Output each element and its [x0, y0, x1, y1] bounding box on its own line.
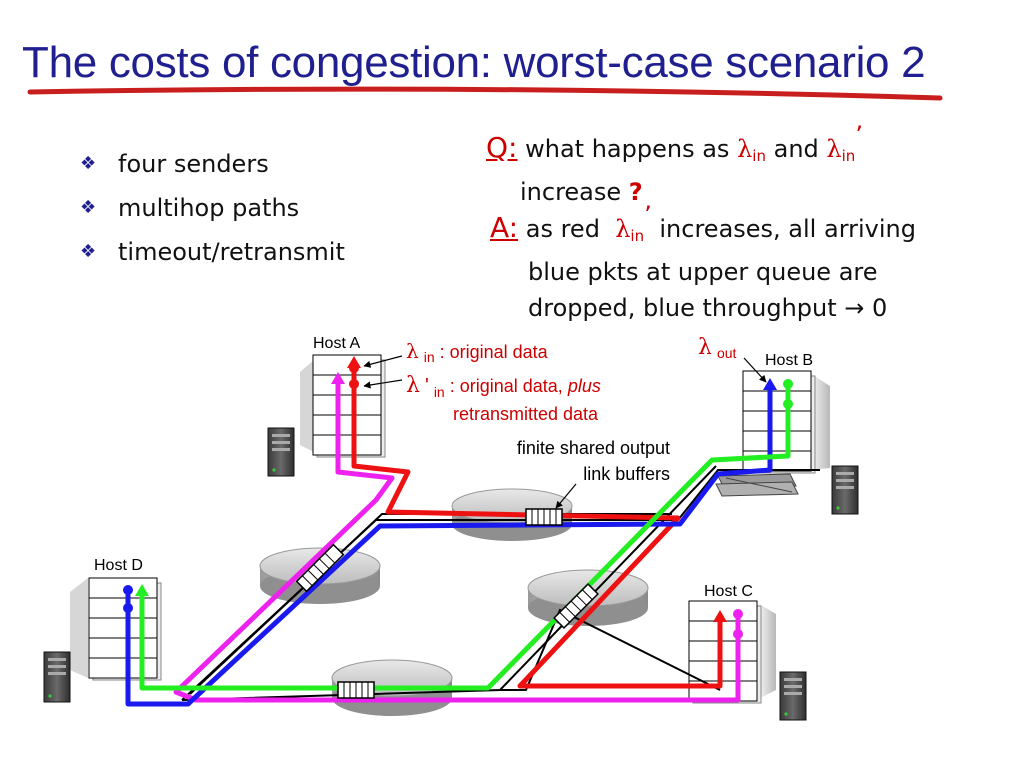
- question-label: Q:: [486, 131, 518, 164]
- server-tower-icon: [267, 427, 295, 477]
- lambda-subscript: in: [630, 227, 645, 245]
- lambda-subscript: in: [752, 147, 766, 165]
- answer-line: A: as red λin’ increases, all arriving: [490, 201, 916, 254]
- blue-source-dot: [123, 585, 133, 595]
- right-arrow-icon: →: [844, 294, 865, 322]
- magenta-flow-path: [173, 382, 741, 703]
- lambda-symbol: λ: [698, 335, 712, 360]
- lambda-in-description: : original data: [440, 342, 549, 362]
- pointer-arrow: [743, 357, 767, 383]
- answer-line-4: dropped, blue throughput → 0: [488, 290, 916, 326]
- diamond-bullet-icon: ❖: [80, 153, 97, 174]
- magenta-source-dot: [733, 609, 743, 619]
- queue-buffer-icon: [525, 508, 563, 526]
- green-source-dot: [783, 399, 793, 409]
- answer-line-3: blue pkts at upper queue are: [488, 254, 916, 290]
- question-line-2: increase ?: [480, 174, 916, 210]
- queue-buffer-icon: [337, 681, 375, 699]
- buffer-note-line-2: link buffers: [583, 464, 670, 484]
- lambda-symbol: λ: [737, 135, 753, 163]
- lambda-symbol: λ: [406, 339, 419, 363]
- answer-text-1: as red: [525, 215, 600, 243]
- bullet-item: ❖ multihop paths: [78, 190, 345, 234]
- host-d-label: Host D: [94, 557, 143, 574]
- answer-text-2: increases, all arriving: [659, 215, 916, 243]
- question-line: Q: what happens as λin and λin’: [486, 121, 916, 174]
- host-c-label: Host C: [704, 583, 753, 600]
- pointer-arrow: [555, 483, 577, 509]
- green-flow-path: [139, 384, 791, 691]
- pointer-arrow: [363, 355, 403, 368]
- lambda-prime-plus: plus: [567, 376, 601, 396]
- buffer-note-line-1: finite shared output: [517, 438, 670, 458]
- link-buffer-stack: [715, 473, 799, 497]
- queue-buffer-icon: [295, 543, 345, 593]
- diamond-bullet-icon: ❖: [80, 241, 97, 262]
- lambda-subscript: in: [434, 384, 445, 400]
- answer-zero: 0: [872, 294, 888, 322]
- bullet-text: timeout/retransmit: [118, 238, 345, 266]
- answer-label: A:: [490, 211, 519, 244]
- diamond-bullet-icon: ❖: [80, 197, 97, 218]
- answer-text-4: dropped, blue throughput: [528, 294, 837, 322]
- pointer-arrow: [363, 379, 403, 389]
- lambda-prime-mark: ': [425, 375, 429, 397]
- red-source-dot: [349, 363, 359, 373]
- lambda-out-label: λ out: [698, 335, 737, 361]
- magenta-source-dot: [733, 629, 743, 639]
- blue-source-dot: [123, 603, 133, 613]
- bullet-item: ❖ four senders: [78, 146, 345, 190]
- lambda-prime-description: : original data,: [450, 376, 568, 396]
- red-arrowhead: [713, 610, 727, 622]
- question-answer-block: Q: what happens as λin and λin’ increase…: [486, 121, 916, 326]
- title-underline: [27, 86, 943, 101]
- question-and: and: [773, 135, 819, 163]
- host-a-computer: [300, 354, 386, 458]
- question-mark: ?: [628, 178, 643, 206]
- server-tower-icon: [43, 651, 71, 703]
- red-source-dot: [349, 379, 359, 389]
- lambda-subscript: out: [717, 345, 737, 361]
- green-arrowhead: [135, 584, 149, 596]
- bullet-list: ❖ four senders ❖ multihop paths ❖ timeout/r…: [78, 146, 345, 278]
- lambda-prime-mark: ’: [855, 121, 863, 149]
- lambda-subscript: in: [841, 147, 856, 165]
- server-tower-icon: [831, 465, 859, 515]
- answer-text-3: blue pkts at upper queue are: [528, 258, 878, 286]
- lambda-prime-description-2: retransmitted data: [453, 404, 599, 424]
- lambda-prime-in-label: λ ' in : original data, plus: [406, 373, 601, 401]
- host-c-computer: [688, 600, 776, 704]
- bullet-text: four senders: [118, 150, 269, 178]
- bullet-item: ❖ timeout/retransmit: [78, 234, 345, 278]
- lambda-subscript: in: [424, 349, 435, 365]
- blue-arrowhead: [763, 378, 777, 390]
- lambda-prime-mark: ’: [644, 201, 652, 229]
- page-title: The costs of congestion: worst-case scen…: [22, 38, 926, 87]
- blue-flow-path: [125, 386, 773, 707]
- lambda-symbol: λ: [406, 373, 420, 398]
- magenta-arrowhead: [331, 372, 345, 384]
- lambda-in-label: λ in : original data: [406, 339, 549, 366]
- green-source-dot: [783, 379, 793, 389]
- queue-buffer-icon: [553, 583, 599, 629]
- server-tower-icon: [779, 671, 807, 721]
- question-text-2: increase: [520, 178, 622, 206]
- host-b-label: Host B: [765, 352, 813, 369]
- bullet-text: multihop paths: [118, 194, 300, 222]
- lambda-symbol: λ: [826, 135, 842, 163]
- host-a-label: Host A: [313, 335, 360, 352]
- question-text: what happens as: [525, 135, 730, 163]
- lambda-symbol: λ: [615, 215, 631, 243]
